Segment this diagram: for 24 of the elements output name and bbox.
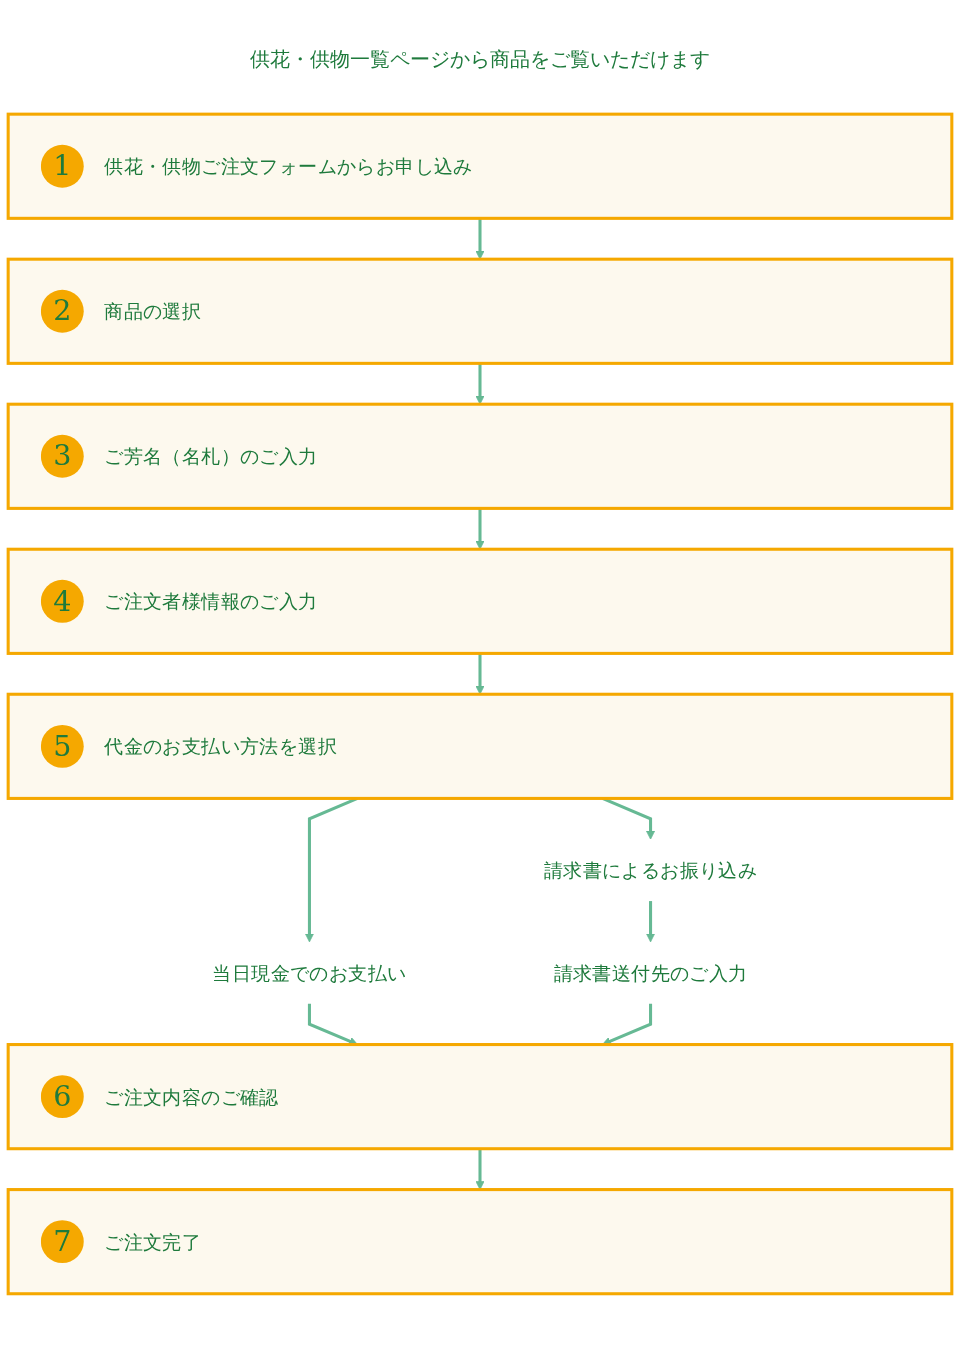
- step-label: ご注文完了: [104, 1229, 202, 1255]
- node-text: 請求書によるお振り込み: [543, 858, 758, 882]
- node-box: [6, 1188, 954, 1296]
- node-box: [6, 692, 954, 800]
- title: 供花・供物一覧ページから商品をご覧いただけます: [249, 46, 711, 73]
- step-label: ご注文内容のご確認: [104, 1084, 279, 1110]
- step-label: 商品の選択: [104, 298, 202, 325]
- arrow: [475, 1148, 485, 1190]
- node-box: [6, 1043, 954, 1151]
- node-box: [6, 112, 954, 220]
- arrow: [475, 508, 485, 550]
- arrow: [646, 901, 656, 943]
- arrow: [475, 653, 485, 695]
- step-label: 代金のお支払い方法を選択: [104, 733, 337, 760]
- node-text: 請求書送付先のご入力: [553, 961, 748, 984]
- node-box: [6, 402, 954, 510]
- arrow: [475, 218, 485, 260]
- node-box: [6, 257, 954, 365]
- arrow: [475, 363, 485, 405]
- step-label: ご芳名（名札）のご入力: [104, 443, 318, 470]
- node-text: 当日現金でのお支払い: [212, 961, 407, 984]
- step-label: ご注文者様情報のご入力: [104, 588, 318, 615]
- step-label: 供花・供物ご注文フォームからお申し込み: [104, 153, 473, 180]
- node-box: [6, 547, 954, 655]
